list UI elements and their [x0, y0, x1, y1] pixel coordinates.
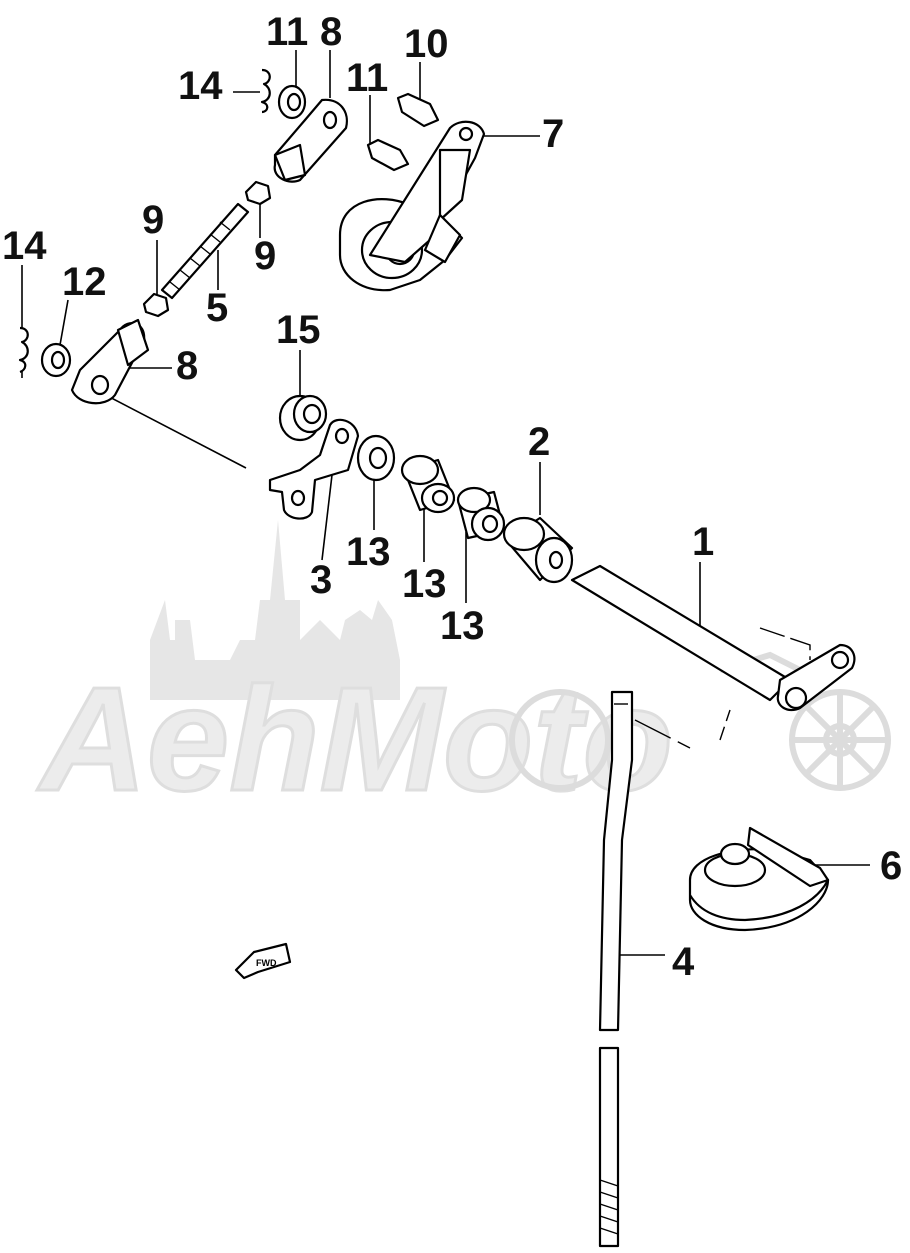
part-4-rod — [598, 690, 634, 1248]
callout-11-top: 11 — [266, 10, 309, 54]
callout-9-lower: 9 — [254, 234, 277, 278]
callout-10-mid: 11 — [346, 56, 389, 100]
part-15-bushing — [278, 394, 328, 442]
part-13-bushing-b — [456, 486, 506, 542]
part-14-clip-left — [18, 326, 29, 374]
part-2-sleeve — [502, 516, 574, 584]
callout-9-upper: 9 — [142, 198, 165, 242]
part-5-threaded-rod — [160, 202, 250, 300]
callout-5: 5 — [206, 286, 229, 330]
part-9-nut-top — [244, 180, 272, 206]
part-11-washer-left — [40, 342, 72, 378]
part-10-bolt-a — [396, 92, 440, 128]
motorcycle-wheel-icon — [509, 651, 891, 791]
callout-15: 15 — [276, 308, 321, 352]
part-7-shift-arm — [338, 120, 486, 292]
callout-7: 7 — [542, 112, 565, 156]
callout-1: 1 — [692, 520, 715, 564]
callout-14-top: 14 — [178, 64, 223, 108]
part-11-washer-top — [277, 84, 307, 120]
callout-6: 6 — [880, 844, 903, 888]
part-1-shaft — [570, 564, 856, 712]
part-12-washer — [356, 434, 396, 482]
callout-8-top: 8 — [320, 10, 343, 54]
forward-marker-text: FWD — [256, 958, 277, 968]
callout-13-b: 13 — [440, 604, 485, 648]
callout-11-left: 12 — [62, 260, 107, 304]
callout-10-top: 10 — [404, 22, 449, 66]
watermark-text: AehMoto — [36, 657, 673, 822]
part-14-clip-top — [260, 68, 271, 114]
part-3-bracket — [268, 418, 360, 520]
forward-arrow-icon: FWD — [234, 942, 292, 980]
part-6-rubber-mount — [688, 826, 830, 932]
castle-icon — [150, 520, 400, 700]
part-9-nut-bottom — [142, 292, 170, 318]
callout-14-left: 14 — [2, 224, 47, 268]
callout-4: 4 — [672, 940, 695, 984]
part-13-bushing-a — [400, 454, 456, 514]
part-10-bolt-b — [366, 138, 410, 172]
part-8-lever-left — [70, 318, 150, 405]
callout-13-a: 13 — [402, 562, 447, 606]
callout-12: 13 — [346, 530, 391, 574]
callout-8-left: 8 — [176, 344, 199, 388]
callout-2: 2 — [528, 420, 551, 464]
callout-3: 3 — [310, 558, 333, 602]
watermark: AehMoto — [35, 520, 891, 824]
part-8-lever-top — [273, 98, 348, 183]
